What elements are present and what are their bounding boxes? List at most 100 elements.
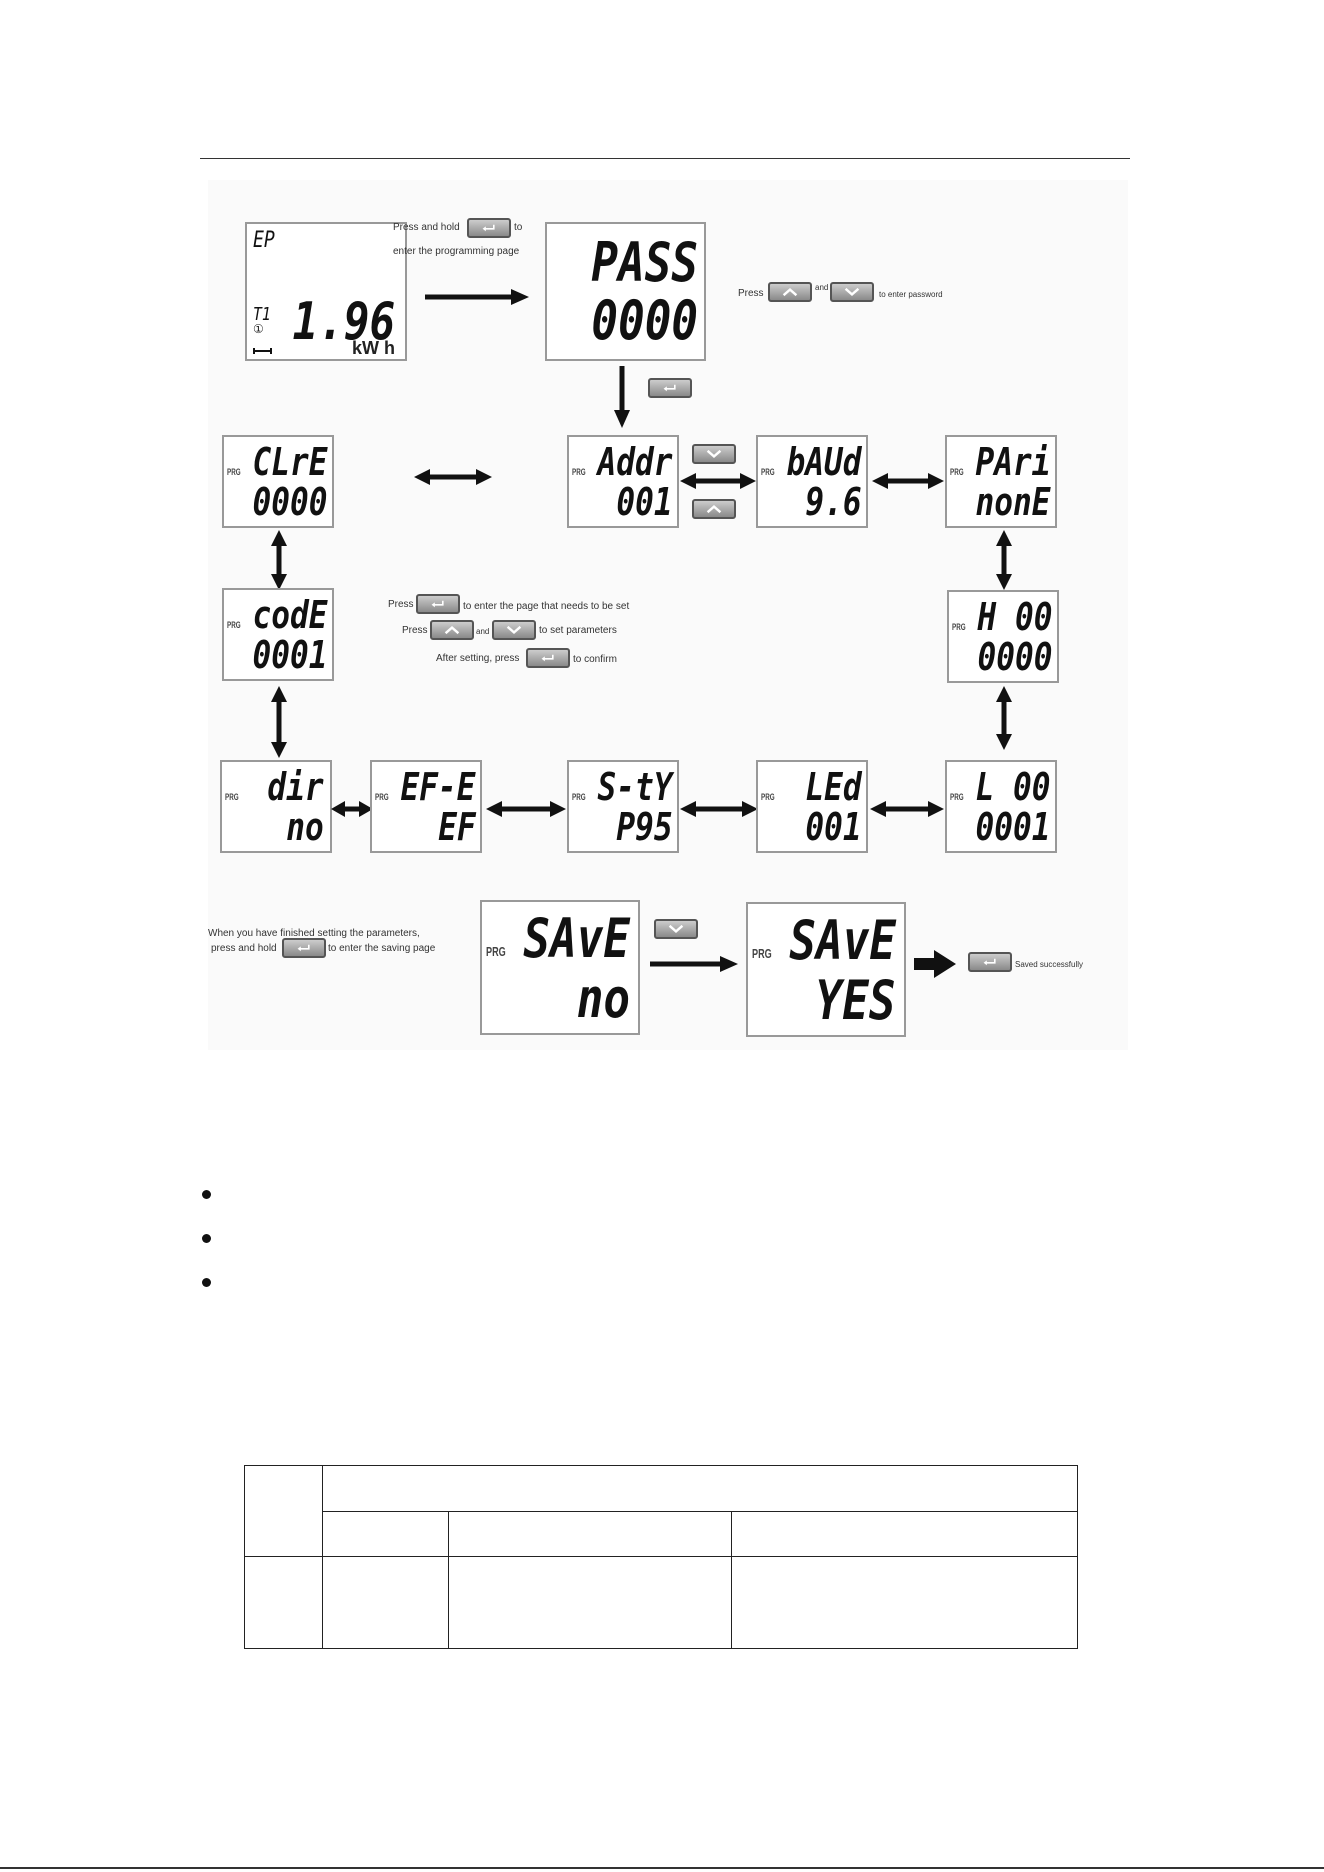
lcd-efe-line2: EF — [438, 805, 476, 849]
lcd-prg-label: PRG — [375, 792, 389, 802]
lcd-save-no-line2: no — [576, 967, 630, 1030]
arrow-horizontal-double-icon — [680, 473, 756, 489]
lcd-pass-line2: 0000 — [591, 289, 698, 352]
lcd-led-line2: 001 — [805, 805, 862, 849]
table-cell — [447, 1556, 733, 1649]
note-saved-successfully: Saved successfully — [1015, 960, 1084, 969]
table-cell — [244, 1556, 323, 1649]
table-cell — [731, 1556, 1078, 1649]
lcd-h00-line2: 0000 — [977, 635, 1053, 679]
lcd-sty-line2: P95 — [616, 805, 673, 849]
lcd-dir-screen: PRG dir no — [220, 760, 332, 853]
lcd-main-unit: kW h — [352, 338, 395, 358]
enter-key-icon — [648, 378, 692, 398]
table-cell — [321, 1511, 449, 1557]
lcd-pari-line2: nonE — [975, 480, 1051, 524]
arrow-right-bold-icon — [914, 950, 956, 978]
bullet-point — [202, 1278, 211, 1287]
enter-key-icon — [526, 648, 570, 668]
lcd-code-line1: codE — [252, 593, 328, 637]
note-set-enter-page: to enter the page that needs to be set — [463, 601, 630, 612]
enter-key-icon — [282, 938, 326, 958]
lcd-clre-line1: CLrE — [252, 440, 328, 484]
arrow-horizontal-double-icon — [331, 801, 373, 817]
lcd-save-yes-line2: YES — [816, 969, 896, 1032]
lcd-main-screen: EP T1 ① 1.96 kW h — [245, 222, 407, 361]
up-key-icon — [692, 499, 736, 519]
arrow-horizontal-double-icon — [680, 801, 758, 817]
lcd-sty-screen: PRG S-tY P95 — [567, 760, 679, 853]
lcd-addr-line1: Addr — [597, 440, 673, 484]
lcd-prg-label: PRG — [227, 620, 241, 630]
note-set3-confirm: to confirm — [573, 654, 617, 665]
lcd-addr-line2: 001 — [616, 480, 673, 524]
lcd-dir-line2: no — [286, 805, 324, 849]
arrow-vertical-double-icon — [271, 686, 287, 758]
lcd-prg-label: PRG — [950, 467, 964, 477]
lcd-main-circle: ① — [253, 322, 264, 336]
up-key-icon — [430, 620, 474, 640]
lcd-pari-screen: PRG PAri nonE — [945, 435, 1057, 528]
down-key-icon — [692, 444, 736, 464]
note-hold-to-program: Press and hold — [393, 222, 460, 233]
note-set3-after: After setting, press — [436, 653, 520, 664]
table-cell — [447, 1511, 733, 1557]
lcd-prg-label: PRG — [761, 467, 775, 477]
table-cell — [321, 1465, 1079, 1512]
lcd-prg-label: PRG — [572, 792, 586, 802]
lcd-led-screen: PRG LEd 001 — [756, 760, 868, 853]
arrow-horizontal-double-icon — [872, 473, 944, 489]
lcd-prg-label: PRG — [486, 944, 506, 959]
lcd-prg-label: PRG — [227, 467, 241, 477]
table-cell — [731, 1511, 1078, 1557]
down-key-icon — [830, 282, 874, 302]
lcd-main-ep: EP — [253, 228, 275, 253]
lcd-save-yes-line1: SAvE — [789, 909, 896, 972]
arrow-vertical-double-icon — [996, 530, 1012, 590]
lcd-h00-screen: PRG H 00 0000 — [947, 590, 1059, 683]
arrow-vertical-double-icon — [271, 530, 287, 590]
arrow-down-icon — [614, 366, 630, 428]
arrow-vertical-double-icon — [996, 686, 1012, 750]
bullet-point — [202, 1190, 211, 1199]
note-enter-programming: enter the programming page — [393, 246, 520, 257]
lcd-prg-label: PRG — [761, 792, 775, 802]
lcd-addr-screen: PRG Addr 001 — [567, 435, 679, 528]
lcd-sty-line1: S-tY — [597, 765, 673, 809]
note-hold-to: to — [514, 222, 523, 233]
note-save-finished: When you have finished setting the param… — [208, 928, 420, 939]
lcd-main-arrow-icon — [253, 342, 273, 354]
note-password-and: and — [815, 283, 829, 292]
note-save-press-hold: press and hold — [211, 943, 277, 954]
spec-table — [244, 1465, 1079, 1649]
lcd-prg-label: PRG — [225, 792, 239, 802]
note-set2-and: and — [476, 627, 490, 636]
lcd-efe-screen: PRG EF-E EF — [370, 760, 482, 853]
lcd-prg-label: PRG — [752, 946, 772, 961]
lcd-clre-line2: 0000 — [252, 480, 328, 524]
note-password-press: Press — [738, 288, 764, 299]
lcd-save-yes-screen: PRG SAvE YES — [746, 902, 906, 1037]
table-cell — [321, 1556, 449, 1649]
lcd-prg-label: PRG — [572, 467, 586, 477]
note-set-press: Press — [388, 599, 414, 610]
lcd-l00-line1: L 00 — [975, 765, 1051, 809]
arrow-horizontal-double-icon — [870, 801, 944, 817]
table-cell — [244, 1465, 323, 1557]
footer-rule — [0, 1867, 1324, 1869]
bullet-point — [202, 1234, 211, 1243]
lcd-prg-label: PRG — [952, 622, 966, 632]
lcd-code-screen: PRG codE 0001 — [222, 588, 334, 681]
lcd-main-t1: T1 — [253, 304, 271, 325]
lcd-save-no-screen: PRG SAvE no — [480, 900, 640, 1035]
lcd-prg-label: PRG — [950, 792, 964, 802]
lcd-clre-screen: PRG CLrE 0000 — [222, 435, 334, 528]
lcd-save-no-line1: SAvE — [523, 907, 630, 970]
lcd-pass-line1: PASS — [591, 231, 698, 294]
lcd-dir-line1: dir — [267, 765, 324, 809]
lcd-pass-screen: PASS 0000 — [545, 222, 706, 361]
down-key-icon — [492, 620, 536, 640]
lcd-efe-line1: EF-E — [400, 765, 476, 809]
lcd-baud-screen: PRG bAUd 9.6 — [756, 435, 868, 528]
note-set2-params: to set parameters — [539, 625, 617, 636]
